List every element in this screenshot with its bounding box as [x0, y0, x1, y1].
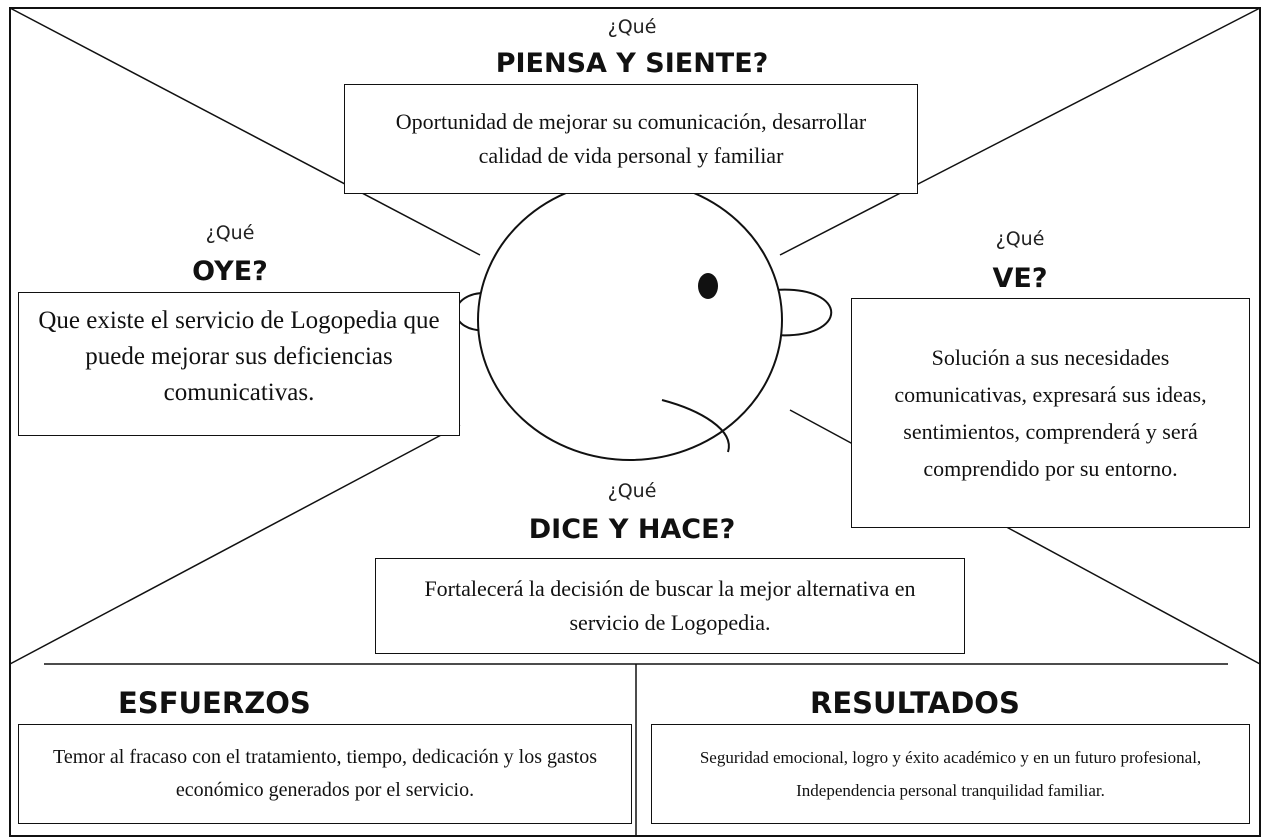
ve-title: VE? [992, 263, 1048, 294]
oye-title: OYE? [192, 256, 268, 287]
oye-que: ¿Qué [205, 222, 255, 244]
dice-text: Fortalecerá la decisión de buscar la mej… [424, 576, 916, 635]
dice-box: Fortalecerá la decisión de buscar la mej… [375, 558, 965, 654]
head-circle [477, 179, 783, 461]
eye-icon [698, 273, 718, 299]
resultados-box: Seguridad emocional, logro y éxito acadé… [651, 724, 1250, 824]
piensa-que: ¿Qué [607, 16, 657, 38]
dice-title: DICE Y HACE? [528, 514, 736, 545]
ve-box: Solución a sus necesidades comunicativas… [851, 298, 1250, 528]
resultados-title: RESULTADOS [810, 686, 1020, 720]
right-ear [774, 288, 833, 337]
dice-que: ¿Qué [607, 480, 657, 502]
ve-que: ¿Qué [995, 228, 1045, 250]
ve-text: Solución a sus necesidades comunicativas… [894, 345, 1207, 481]
outer-frame [9, 7, 1261, 837]
oye-text: Que existe el servicio de Logopedia que … [38, 307, 440, 406]
diagonal-top-left [9, 7, 481, 256]
esfuerzos-title: ESFUERZOS [118, 686, 311, 720]
piensa-box: Oportunidad de mejorar su comunicación, … [344, 84, 918, 194]
piensa-text: Oportunidad de mejorar su comunicación, … [395, 109, 867, 168]
diagonal-top-right [779, 7, 1261, 256]
piensa-title: PIENSA Y SIENTE? [495, 48, 769, 79]
diagonal-bottom-left [9, 424, 461, 665]
resultados-text: Seguridad emocional, logro y éxito acadé… [699, 748, 1202, 800]
mouth-icon [661, 399, 730, 453]
esfuerzos-box: Temor al fracaso con el tratamiento, tie… [18, 724, 632, 824]
oye-box: Que existe el servicio de Logopedia que … [18, 292, 460, 436]
esfuerzos-text: Temor al fracaso con el tratamiento, tie… [53, 746, 597, 801]
